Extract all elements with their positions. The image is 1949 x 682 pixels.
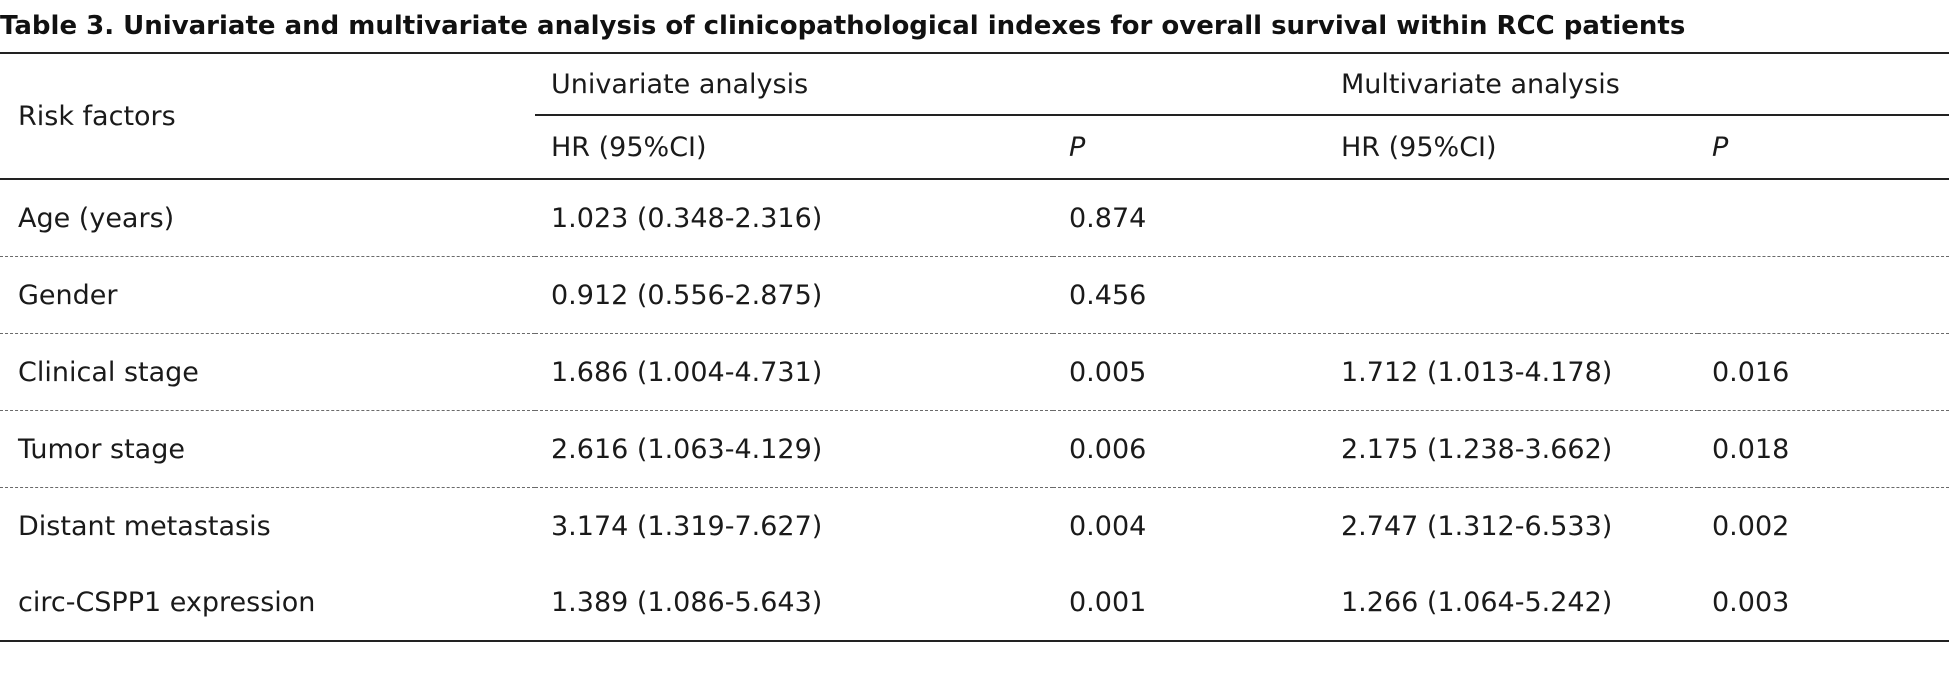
cell-uni-hr: 3.174 (1.319-7.627): [551, 510, 823, 542]
cell-uni-hr: 2.616 (1.063-4.129): [535, 410, 1053, 488]
cell-multi-hr: [1341, 256, 1698, 334]
header-multi-hr: HR (95%CI): [1341, 115, 1698, 180]
cell-multi-p: 0.003: [1698, 564, 1949, 642]
cell-multi-hr: 2.747 (1.312-6.533): [1341, 510, 1613, 542]
table-row: Gender 0.912 (0.556-2.875) 0.456: [0, 256, 1949, 334]
cell-uni-p: 0.001: [1053, 564, 1341, 642]
table-body: Age (years) 1.023 (0.348-2.316) 0.874 Ge…: [0, 179, 1949, 642]
cell-factor: Tumor stage: [0, 410, 535, 488]
cell-uni-p: 0.874: [1053, 179, 1341, 257]
header-risk-factors: Risk factors: [0, 52, 535, 180]
cell-uni-p: 0.004: [1069, 510, 1147, 542]
cell-multi-p: 0.016: [1698, 333, 1949, 411]
cell-multi-p: 0.002: [1712, 510, 1790, 542]
table-row: circ-CSPP1 expression 1.389 (1.086-5.643…: [0, 564, 1949, 642]
cell-uni-p: 0.006: [1053, 410, 1341, 488]
cell-factor: Distant metastasis: [18, 510, 271, 542]
table-caption: Table 3. Univariate and multivariate ana…: [0, 11, 1686, 41]
cell-uni-hr: 1.023 (0.348-2.316): [535, 179, 1053, 257]
cell-multi-hr: 2.175 (1.238-3.662): [1341, 410, 1698, 488]
table-row: Distant metastasis 3.174 (1.319-7.627) 0…: [0, 488, 1949, 565]
cell-multi-hr: 1.266 (1.064-5.242): [1341, 564, 1698, 642]
header-univariate: Univariate analysis: [535, 52, 1341, 116]
cell-factor: Gender: [0, 256, 535, 334]
header-multi-p: P: [1698, 115, 1949, 180]
cell-uni-hr: 1.686 (1.004-4.731): [535, 333, 1053, 411]
cell-factor: Clinical stage: [0, 333, 535, 411]
cell-uni-p: 0.005: [1053, 333, 1341, 411]
cell-factor: circ-CSPP1 expression: [0, 564, 535, 642]
header-multivariate: Multivariate analysis: [1341, 52, 1949, 116]
table-row: Age (years) 1.023 (0.348-2.316) 0.874: [0, 179, 1949, 257]
header-univariate-label: Univariate analysis: [551, 68, 809, 100]
table-row: Tumor stage 2.616 (1.063-4.129) 0.006 2.…: [0, 410, 1949, 488]
header-uni-p: P: [1053, 115, 1341, 180]
cell-multi-hr: [1341, 179, 1698, 257]
cell-multi-p: 0.018: [1698, 410, 1949, 488]
header-uni-hr: HR (95%CI): [535, 115, 1053, 180]
cell-multi-hr: 1.712 (1.013-4.178): [1341, 333, 1698, 411]
cell-uni-hr: 0.912 (0.556-2.875): [535, 256, 1053, 334]
cell-uni-p: 0.456: [1053, 256, 1341, 334]
table-row: Clinical stage 1.686 (1.004-4.731) 0.005…: [0, 333, 1949, 411]
table-header: Risk factors Univariate analysis Multiva…: [0, 52, 1949, 180]
cell-multi-p: [1698, 179, 1949, 257]
cell-uni-hr: 1.389 (1.086-5.643): [535, 564, 1053, 642]
cell-multi-p: [1698, 256, 1949, 334]
survival-analysis-table: Risk factors Univariate analysis Multiva…: [0, 52, 1949, 642]
header-multivariate-label: Multivariate analysis: [1341, 68, 1620, 100]
cell-factor: Age (years): [0, 179, 535, 257]
